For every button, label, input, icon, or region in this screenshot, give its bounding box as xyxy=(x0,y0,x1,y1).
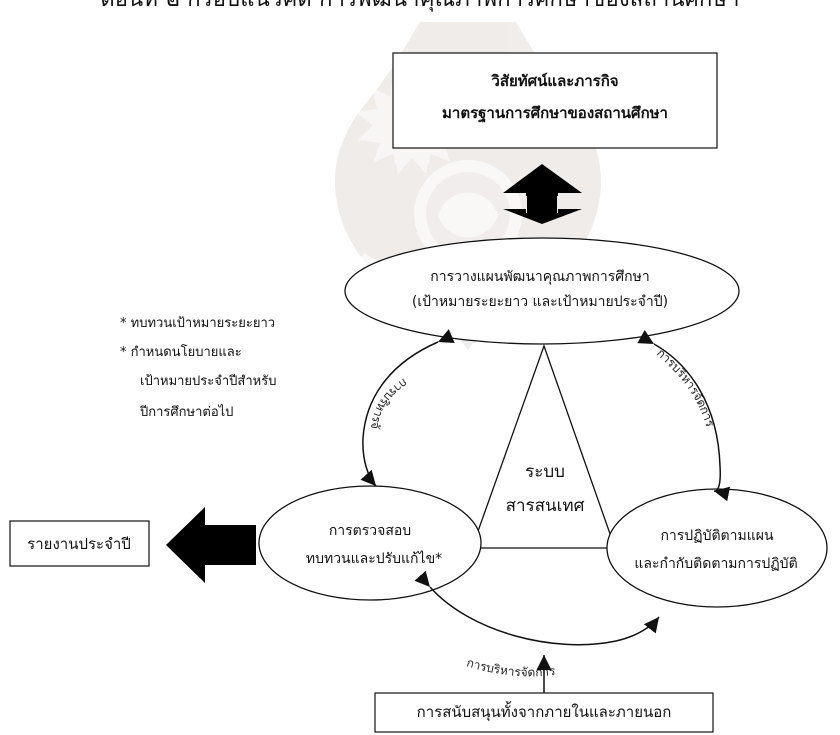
bottom-management-curve xyxy=(414,570,660,646)
annual-report-box xyxy=(9,520,150,567)
support-label: การสนับสนุนทั้งจากภายในและภายนอก xyxy=(417,701,672,722)
right-management-curve xyxy=(637,330,731,502)
planning-title: การวางแผนพัฒนาคุณภาพการศึกษา xyxy=(430,269,650,285)
implementation-ellipse xyxy=(606,488,828,608)
review-ellipse xyxy=(258,485,482,601)
double-vertical-arrow-icon xyxy=(503,164,582,224)
education-standard-text: มาตรฐานการศึกษาของสถานศึกษา xyxy=(442,104,668,123)
vision-standards-box xyxy=(392,52,718,149)
planning-ellipse xyxy=(344,237,740,345)
annual-report-label: รายงานประจำปี xyxy=(27,535,131,553)
vision-mission-text: วิสัยทัศน์และภารกิจ xyxy=(491,72,619,90)
information-system-line2: สารสนเทศ xyxy=(506,496,585,516)
information-system-line1: ระบบ xyxy=(525,462,565,482)
planning-subtitle: (เป้าหมายระยะยาว และเป้าหมายประจำปี) xyxy=(412,294,668,310)
top-header-fragment: ตอนที่ ๒ กรอบแนวคิด การพัฒนาคุณภาพการศึก… xyxy=(0,0,840,17)
implementation-line1: การปฏิบัติตามแผน xyxy=(660,528,774,544)
information-system-triangle xyxy=(471,344,616,549)
note-line-2: * กำหนดนโยบายและ xyxy=(120,345,242,360)
left-management-curve xyxy=(360,329,455,487)
review-line1: การตรวจสอบ xyxy=(329,523,411,539)
note-line-1: * ทบทวนเป้าหมายระยะยาว xyxy=(120,316,276,331)
note-line-3: เป้าหมายประจำปีสำหรับ xyxy=(140,374,277,389)
top-header-text: ตอนที่ ๒ กรอบแนวคิด การพัฒนาคุณภาพการศึก… xyxy=(0,0,840,11)
review-line2: ทบทวนและปรับแก้ไข* xyxy=(306,550,442,567)
support-box xyxy=(374,692,714,733)
note-line-4: ปีการศึกษาต่อไป xyxy=(140,405,234,420)
right-management-label: การบริหารจัดการ xyxy=(654,346,718,429)
implementation-line2: และกำกับติดตามการปฏิบัติ xyxy=(634,556,797,572)
left-thick-arrow-icon xyxy=(166,507,256,583)
bottom-management-label: การบริหารจัดการ xyxy=(465,655,557,679)
